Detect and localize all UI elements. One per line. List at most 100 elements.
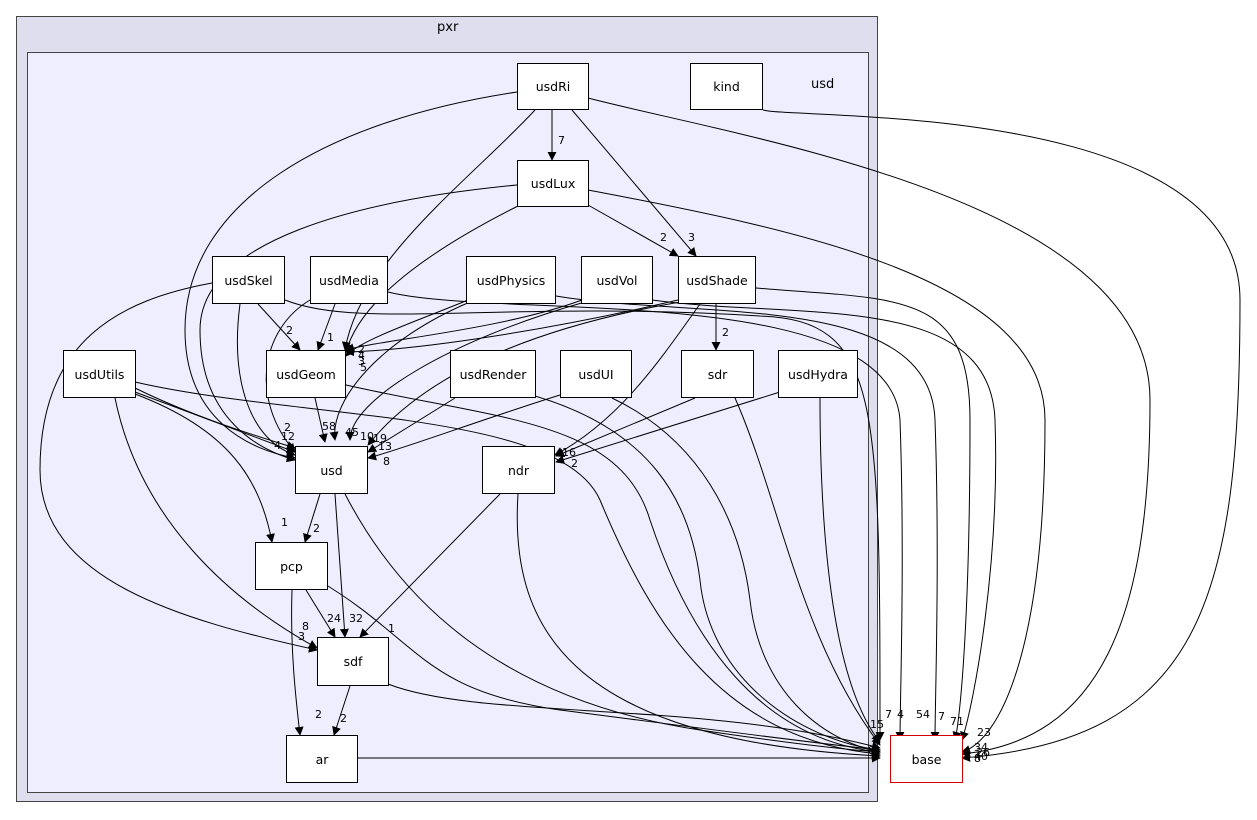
edge-label: 58 <box>322 420 336 433</box>
edge-label: 15 <box>870 718 884 731</box>
edge-label: 2 <box>313 522 320 535</box>
edge-usdRi-base <box>587 97 1151 758</box>
node-usd[interactable]: usd <box>295 446 368 494</box>
edge-usdSkel-usd <box>237 303 296 457</box>
edge-label: 12 <box>281 430 295 443</box>
cluster-usd-label: usd <box>811 77 835 92</box>
node-sdr[interactable]: sdr <box>681 350 754 398</box>
edge-usdUtils-base <box>134 381 881 758</box>
edge-label: 45 <box>345 426 359 439</box>
edge-usdRi-usd <box>184 91 518 462</box>
node-usdShade[interactable]: usdShade <box>678 256 756 304</box>
node-usdUtils[interactable]: usdUtils <box>63 350 136 398</box>
edge-usdLux-usdShade <box>587 204 679 257</box>
edge-label: 1 <box>327 331 334 344</box>
edge-pcp-base <box>317 579 881 754</box>
node-usdSkel[interactable]: usdSkel <box>212 256 285 304</box>
edge-usdRi-usdShade <box>571 109 697 257</box>
edge-label: 2 <box>571 457 578 470</box>
edge-label: 2 <box>284 421 291 434</box>
edge-label: 32 <box>349 612 363 625</box>
edge-label: 40 <box>974 750 988 763</box>
edge-usdRi-usdGeom <box>341 109 536 351</box>
edge-label: 13 <box>378 440 392 453</box>
edge-usdMedia-base <box>387 291 905 741</box>
edge-label: 7 <box>938 710 945 723</box>
edge-usdLux-base <box>587 189 1046 754</box>
edge-usdPhysics-usd <box>329 301 471 441</box>
node-usdHydra[interactable]: usdHydra <box>778 350 858 398</box>
node-usdRi[interactable]: usdRi <box>517 63 589 110</box>
edge-usdPhysics-base <box>555 295 940 741</box>
edge-usdUtils-usd <box>134 391 296 454</box>
edge-label: 19 <box>373 432 387 445</box>
edge-label: 7 <box>885 708 892 721</box>
node-usdLux[interactable]: usdLux <box>517 160 589 207</box>
edge-label: 1 <box>281 516 288 529</box>
edge-usdSkel-usdGeom <box>257 303 301 351</box>
edge-label: 2 <box>315 708 322 721</box>
edge-label: 2 <box>358 343 365 356</box>
edge-ndr-sdf <box>359 493 501 638</box>
edge-label: 8 <box>974 752 981 765</box>
edge-label: 16 <box>562 446 576 459</box>
edge-label: 26 <box>976 746 990 759</box>
node-ndr[interactable]: ndr <box>482 446 555 494</box>
node-usdVol[interactable]: usdVol <box>581 256 653 304</box>
edge-label: 8 <box>302 620 309 633</box>
node-usdGeom[interactable]: usdGeom <box>266 350 346 398</box>
node-kind[interactable]: kind <box>690 63 763 110</box>
edge-label: 71 <box>950 715 964 728</box>
edge-ndr-base <box>516 493 881 761</box>
edge-usdSkel-base <box>284 299 885 741</box>
edge-label: 8 <box>868 744 875 757</box>
node-usdPhysics[interactable]: usdPhysics <box>466 256 556 304</box>
cluster-pxr-label: pxr <box>437 20 459 35</box>
edge-label: 2 <box>660 231 667 244</box>
edge-label: 2 <box>340 712 347 725</box>
edge-label: 54 <box>916 708 930 721</box>
edge-usdGeom-base <box>345 384 881 756</box>
edge-label: 4 <box>358 349 365 362</box>
edge-label: 34 <box>974 741 988 754</box>
edge-label: 2 <box>286 324 293 337</box>
node-usdUI[interactable]: usdUI <box>560 350 632 398</box>
edge-usdRender-base <box>534 395 881 754</box>
edge-usd-base <box>344 493 881 756</box>
edge-label: 1 <box>388 622 395 635</box>
edge-label: 5 <box>360 361 367 374</box>
edge-usd-pcp <box>303 493 321 543</box>
edge-usdShade-base <box>755 287 971 741</box>
edge-label: 2 <box>722 326 729 339</box>
edge-sdr-base <box>734 397 881 746</box>
edge-usdHydra-ndr <box>555 391 781 464</box>
edge-usdHydra-base <box>819 397 881 743</box>
edge-pcp-ar <box>291 589 304 736</box>
edge-usdVol-usdGeom <box>345 299 583 353</box>
node-ar[interactable]: ar <box>286 735 358 783</box>
edge-usdSkel-sdf <box>39 282 318 653</box>
edge-label: 7 <box>558 134 565 147</box>
edge-usdUI-base <box>611 397 881 755</box>
edge-usdGeom-usd <box>314 397 328 443</box>
node-usdMedia[interactable]: usdMedia <box>310 256 388 304</box>
edge-pcp-sdf <box>305 589 336 638</box>
edge-usdLux-usdGeom <box>343 204 521 353</box>
node-usdRender[interactable]: usdRender <box>450 350 536 398</box>
node-sdf[interactable]: sdf <box>317 637 389 686</box>
edge-sdr-ndr <box>555 397 696 458</box>
node-pcp[interactable]: pcp <box>255 542 328 590</box>
edge-label: 3 <box>688 231 695 244</box>
edge-sdf-base <box>387 683 881 751</box>
edge-usdRender-usd <box>367 397 456 453</box>
edge-usd-sdf <box>334 493 349 638</box>
edge-label: 10 <box>360 430 374 443</box>
edge-usdMedia-usdGeom <box>316 303 336 351</box>
edge-kind-base <box>762 109 1241 762</box>
node-base[interactable]: base <box>890 735 963 783</box>
edge-label: 4 <box>274 439 281 452</box>
edge-label: 8 <box>383 455 390 468</box>
edge-usdUtils-usd2 <box>134 387 296 450</box>
edge-usdVol-usd <box>345 301 586 441</box>
